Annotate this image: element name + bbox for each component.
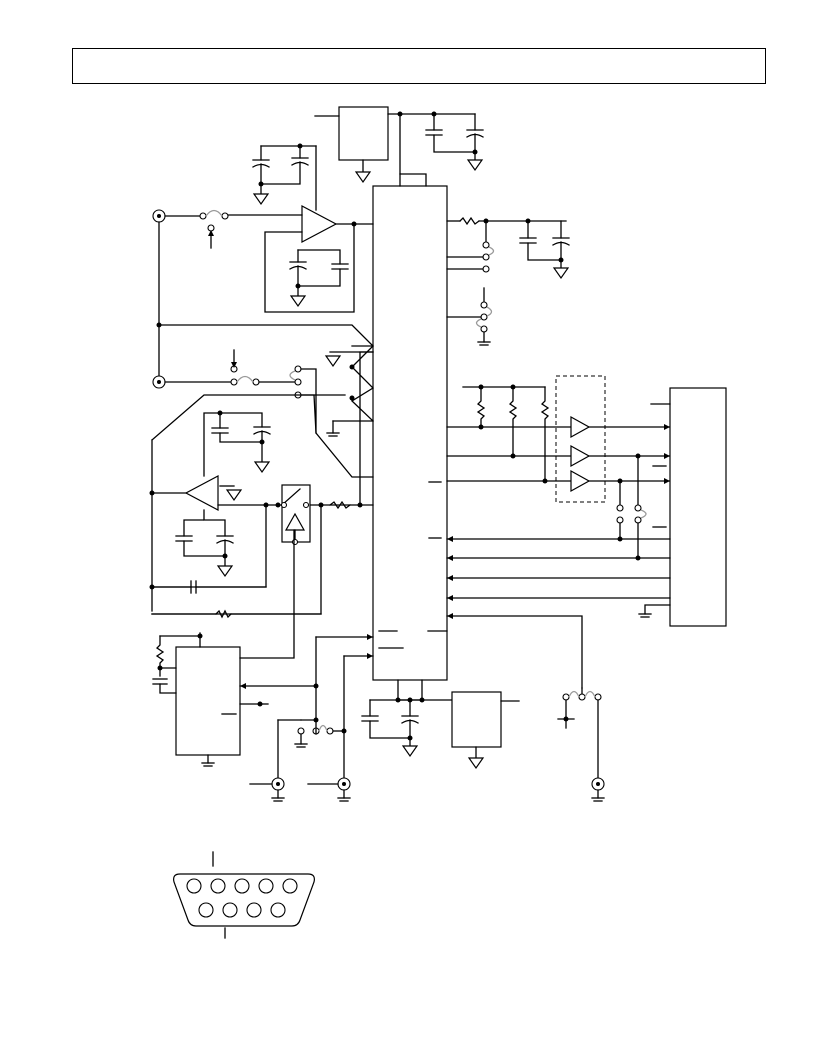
ground-symbol	[252, 193, 270, 206]
ground-symbol	[253, 461, 271, 474]
buffer-dashed-box	[555, 375, 606, 503]
ground-symbol	[401, 745, 419, 758]
header-title-box	[72, 48, 766, 84]
top-op-amp	[301, 205, 338, 243]
bottom-regulator-ic	[451, 691, 502, 748]
ground-symbol	[289, 295, 307, 308]
ground-symbol	[354, 171, 372, 184]
ground-symbol	[466, 159, 484, 172]
main-transceiver-ic	[372, 185, 448, 681]
ground-symbol	[467, 757, 485, 770]
mid-op-amp	[184, 475, 219, 511]
top-regulator-ic	[338, 106, 389, 161]
buffer-3	[570, 469, 591, 493]
buffer-2	[570, 444, 591, 468]
rs232-level-block	[281, 484, 311, 543]
buffer-1	[570, 415, 591, 439]
timer-ic	[175, 646, 241, 756]
ground-symbol	[552, 267, 570, 280]
ground-symbol	[216, 565, 234, 578]
host-connector-block	[669, 387, 727, 627]
ground-symbol	[225, 489, 243, 502]
db9-connector-icon	[173, 851, 315, 939]
ground-symbol	[324, 355, 342, 368]
